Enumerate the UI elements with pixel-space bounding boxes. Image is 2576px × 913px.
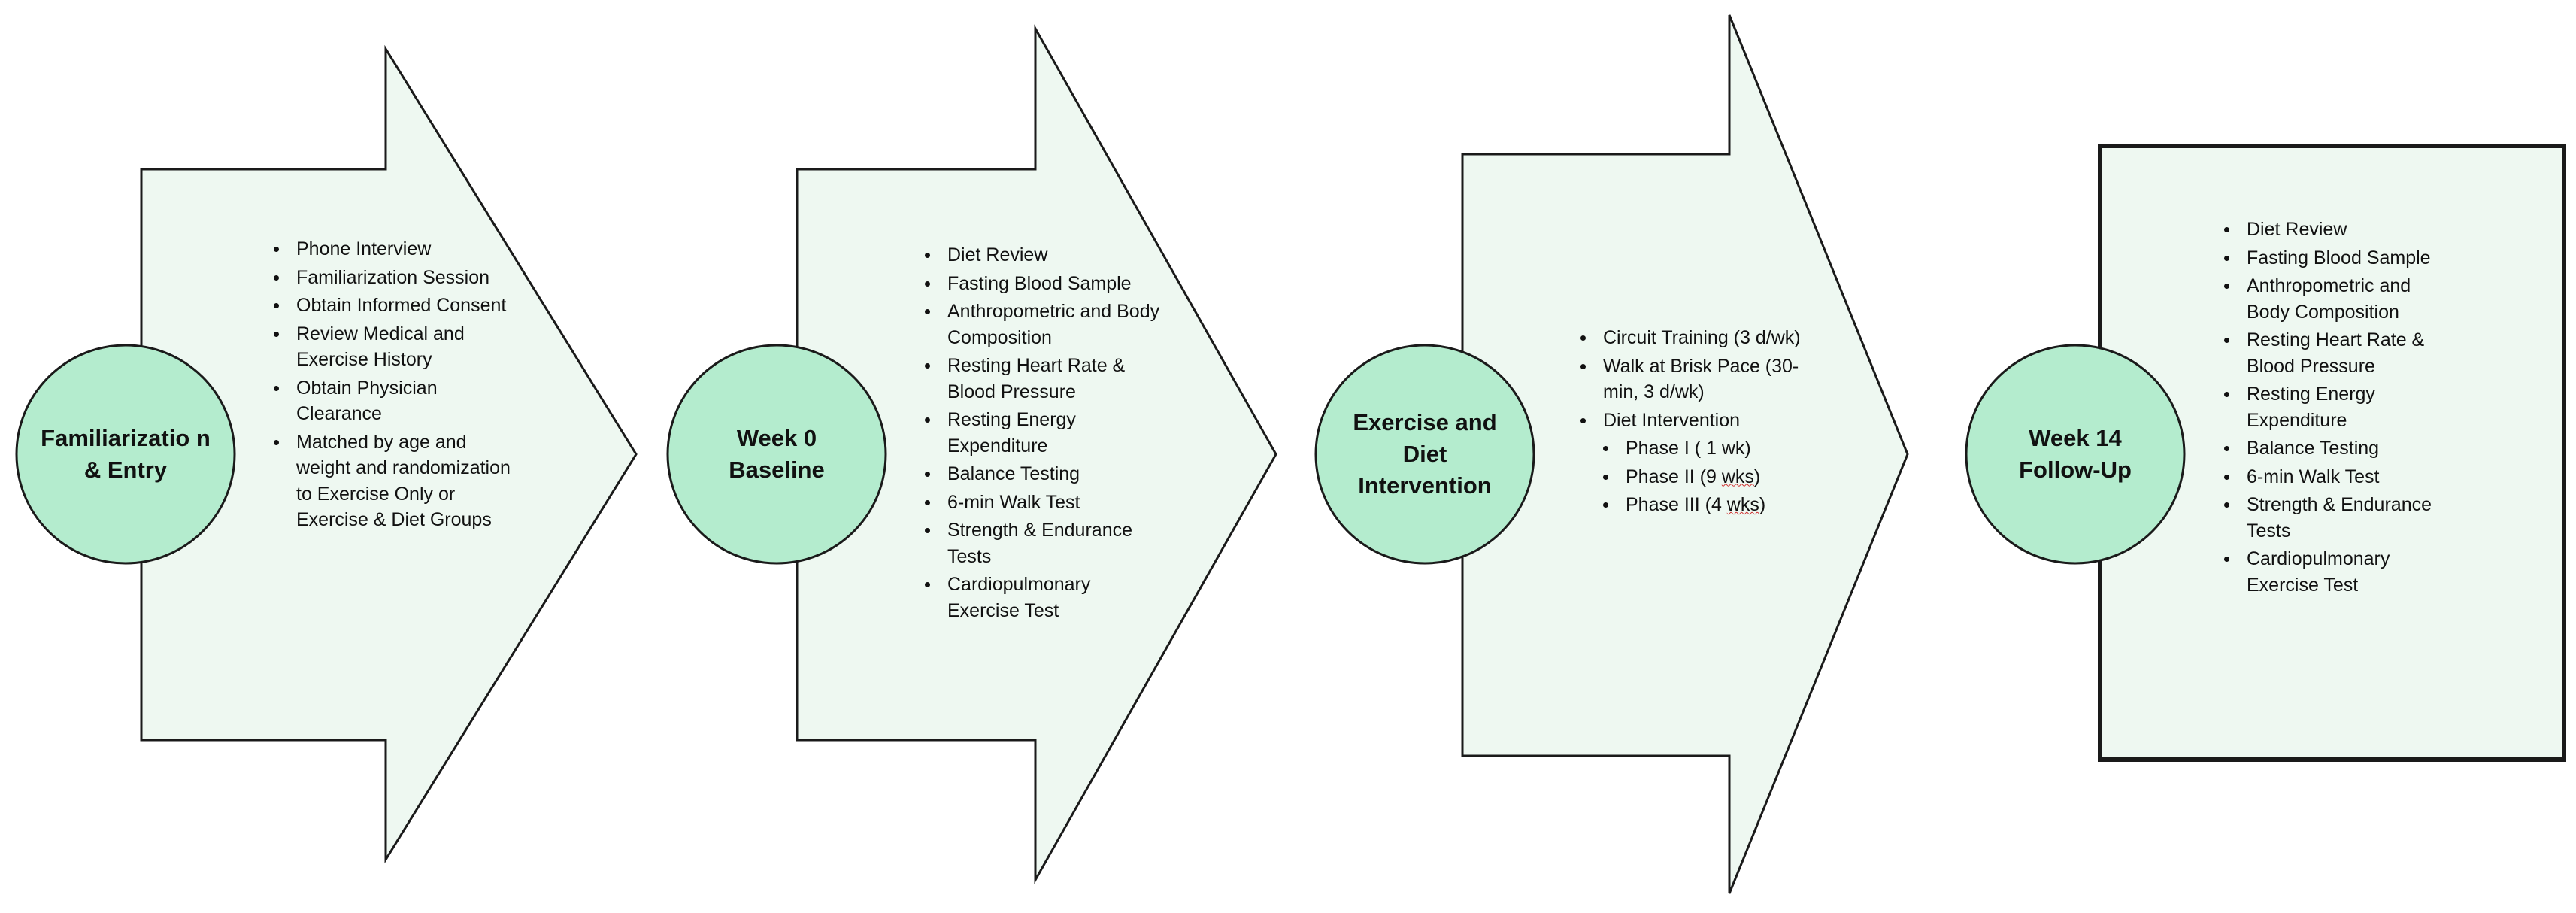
list-item: Balance Testing — [922, 461, 1162, 487]
list-item: Resting Heart Rate & Blood Pressure — [2221, 327, 2447, 379]
stage-3-arrow — [1461, 14, 1909, 894]
list-item: Diet Review — [922, 242, 1162, 268]
list-item: Cardiopulmonary Exercise Test — [922, 572, 1162, 623]
list-item: 6-min Walk Test — [922, 490, 1162, 516]
list-item: Anthropometric and Body Composition — [2221, 273, 2447, 325]
subitem-tail: ) — [1753, 466, 1761, 487]
list-item: Resting Heart Rate & Blood Pressure — [922, 353, 1162, 405]
list-item: Matched by age and weight and randomizat… — [271, 429, 511, 533]
list-item: Strength & Endurance Tests — [922, 517, 1162, 569]
list-item: Resting Energy Expenditure — [922, 407, 1162, 459]
stage-1-circle — [15, 344, 236, 565]
subitem-text: Phase II (9 — [1626, 466, 1722, 487]
stage-4-list: Diet Review Fasting Blood Sample Anthrop… — [2221, 217, 2447, 600]
list-item: Diet Intervention — [1577, 408, 1803, 434]
stage-2-circle — [666, 344, 887, 565]
stage-1-arrow — [140, 44, 638, 864]
list-item: Review Medical and Exercise History — [271, 321, 511, 373]
list-subitem: Phase III (4 wks) — [1600, 492, 1803, 518]
stage-3-title: Exercise and Diet Intervention — [1353, 409, 1497, 499]
list-item: Fasting Blood Sample — [2221, 245, 2447, 271]
list-item: Phone Interview — [271, 236, 511, 262]
stage-2-arrow — [796, 24, 1277, 884]
list-item: 6-min Walk Test — [2221, 464, 2447, 490]
stage-4-title: Week 14 Follow-Up — [2019, 425, 2132, 483]
list-item: Cardiopulmonary Exercise Test — [2221, 546, 2447, 598]
spellcheck-flagged-word: wks — [1726, 494, 1759, 515]
spellcheck-flagged-word: wks — [1721, 466, 1754, 487]
list-item: Diet Review — [2221, 217, 2447, 243]
stage-1-title: Familiarizatio n & Entry — [41, 425, 211, 483]
subitem-tail: ) — [1759, 494, 1766, 515]
stage-3-list: Circuit Training (3 d/wk) Walk at Brisk … — [1577, 325, 1803, 520]
list-item: Walk at Brisk Pace (30-min, 3 d/wk) — [1577, 353, 1803, 405]
list-item: Strength & Endurance Tests — [2221, 492, 2447, 544]
list-item: Anthropometric and Body Composition — [922, 299, 1162, 350]
subitem-text: Phase III (4 — [1626, 494, 1727, 515]
list-subitem: Phase II (9 wks) — [1600, 464, 1803, 490]
list-item: Familiarization Session — [271, 265, 511, 291]
list-subitem: Phase I ( 1 wk) — [1600, 435, 1803, 462]
stage-4-circle — [1965, 344, 2186, 565]
list-item: Obtain Informed Consent — [271, 293, 511, 319]
stage-2-title: Week 0 Baseline — [729, 425, 825, 483]
list-item: Obtain Physician Clearance — [271, 375, 511, 427]
stage-1-list: Phone Interview Familiarization Session … — [271, 236, 511, 535]
list-item: Circuit Training (3 d/wk) — [1577, 325, 1803, 351]
stage-3-circle — [1314, 344, 1535, 565]
list-item: Balance Testing — [2221, 435, 2447, 462]
list-item: Resting Energy Expenditure — [2221, 381, 2447, 433]
list-item: Fasting Blood Sample — [922, 271, 1162, 297]
stage-2-list: Diet Review Fasting Blood Sample Anthrop… — [922, 242, 1162, 626]
